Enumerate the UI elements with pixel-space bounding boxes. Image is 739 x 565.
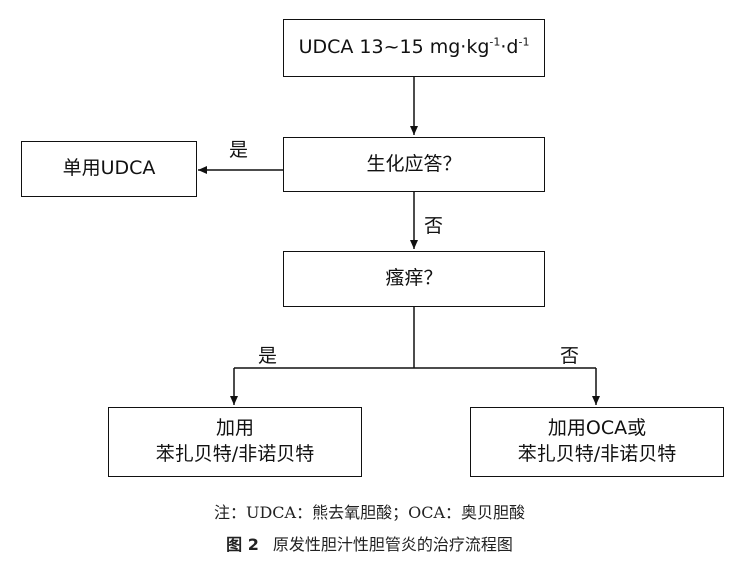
question2-box: 瘙痒？ <box>283 251 545 307</box>
question2-text: 瘙痒？ <box>385 267 443 290</box>
outcome-no-pruritus-box: 加用OCA或 苯扎贝特/非诺贝特 <box>470 407 724 477</box>
start-text: UDCA 13~15 mg·kg-1·d-1 <box>298 35 530 59</box>
question1-text: 生化应答？ <box>366 152 462 175</box>
question2-no-label: 否 <box>560 345 580 367</box>
question1-yes-label: 是 <box>229 139 249 161</box>
outcome-no-pruritus-line2: 苯扎贝特/非诺贝特 <box>517 443 677 465</box>
outcome-mono-text: 单用UDCA <box>62 157 156 180</box>
question1-box: 生化应答？ <box>283 137 545 192</box>
abbreviation-note: 注：UDCA：熊去氧胆酸；OCA：奥贝胆酸 <box>213 503 526 522</box>
outcome-no-pruritus-line1: 加用OCA或 <box>547 417 647 440</box>
question2-yes-label: 是 <box>258 345 278 367</box>
figure-caption: 图 2 原发性胆汁性胆管炎的治疗流程图 <box>0 531 739 555</box>
start-box: UDCA 13~15 mg·kg-1·d-1 <box>283 19 545 77</box>
outcome-pruritus-box: 加用 苯扎贝特/非诺贝特 <box>108 407 362 477</box>
outcome-pruritus-line2: 苯扎贝特/非诺贝特 <box>155 443 315 465</box>
figure-title: 原发性胆汁性胆管炎的治疗流程图 <box>272 535 513 554</box>
figure-number: 图 2 <box>226 535 259 554</box>
question1-no-label: 否 <box>424 215 444 237</box>
outcome-mono-box: 单用UDCA <box>21 141 197 197</box>
outcome-pruritus-line1: 加用 <box>215 417 254 440</box>
